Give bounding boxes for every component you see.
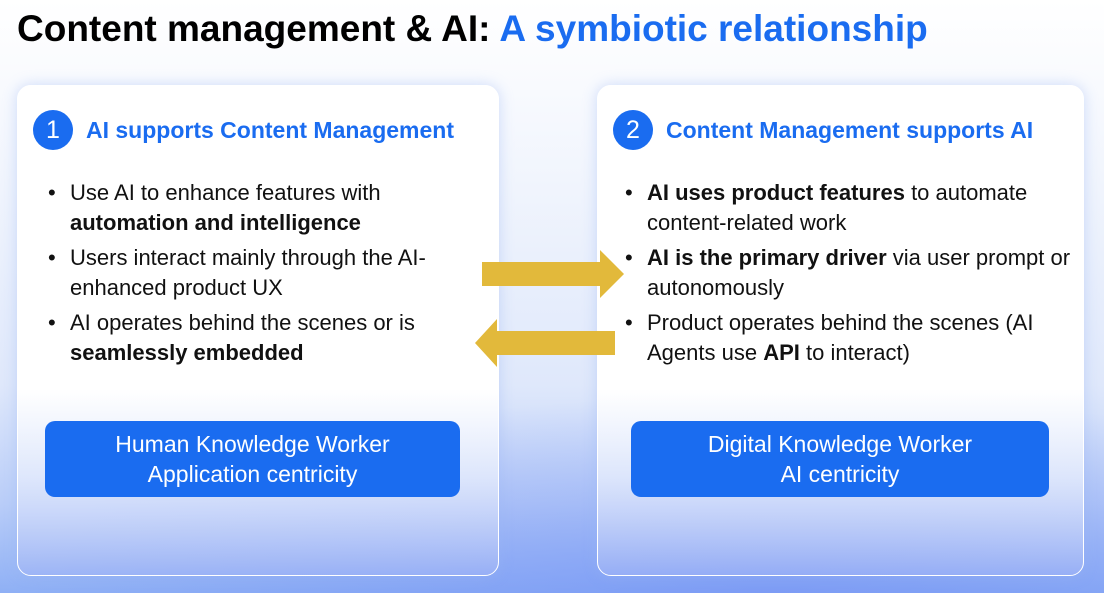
card-heading: Content Management supports AI (666, 116, 1034, 143)
list-item: AI uses product features to automate con… (625, 178, 1083, 238)
list-item: Product operates behind the scenes (AI A… (625, 308, 1083, 368)
step-number-badge: 1 (33, 110, 73, 150)
title-accent: A symbiotic relationship (499, 8, 928, 49)
list-item: AI operates behind the scenes or is seam… (48, 308, 498, 368)
slide-title: Content management & AI: A symbiotic rel… (17, 8, 928, 50)
list-item: Users interact mainly through the AI-enh… (48, 243, 498, 303)
list-item: AI is the primary driver via user prompt… (625, 243, 1083, 303)
bullet-list: AI uses product features to automate con… (625, 178, 1083, 373)
list-item: Use AI to enhance features with automati… (48, 178, 498, 238)
bullet-list: Use AI to enhance features with automati… (48, 178, 498, 373)
card-cm-supports-ai: 2 Content Management supports AI AI uses … (597, 85, 1084, 576)
title-main: Content management & AI: (17, 8, 491, 49)
card-ai-supports-cm: 1 AI supports Content Management Use AI t… (17, 85, 499, 576)
arrow-right-icon (482, 250, 624, 298)
arrow-left-icon (475, 319, 615, 367)
card-heading: AI supports Content Management (86, 116, 455, 143)
step-number-badge: 2 (613, 110, 653, 150)
